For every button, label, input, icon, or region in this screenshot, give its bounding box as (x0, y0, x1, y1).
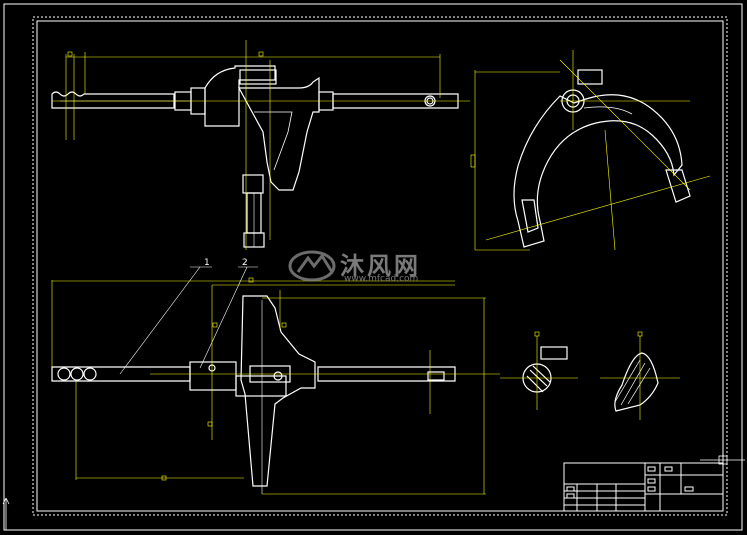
front-view-top-dims (52, 40, 470, 250)
front-view-top (51, 65, 459, 248)
top-view-bottom (51, 295, 456, 494)
watermark-url: www.mfcad.com (344, 274, 419, 284)
ucs-icon (2, 497, 30, 531)
sheet-border (3, 3, 743, 531)
section-view-b (614, 352, 659, 412)
title-block (563, 462, 724, 512)
callout-leaders (119, 266, 258, 375)
callout-2: 2 (242, 258, 248, 268)
section-dims (500, 331, 680, 420)
watermark-logo-icon (288, 250, 336, 282)
section-view-a (522, 346, 568, 393)
watermark-brand: 沐风网 (340, 252, 421, 280)
cursor-crosshair-icon (700, 440, 745, 480)
side-view-fork (513, 69, 691, 248)
callout-1: 1 (204, 258, 210, 268)
top-view-bottom-dims (51, 277, 500, 495)
side-view-fork-dims (470, 50, 711, 251)
